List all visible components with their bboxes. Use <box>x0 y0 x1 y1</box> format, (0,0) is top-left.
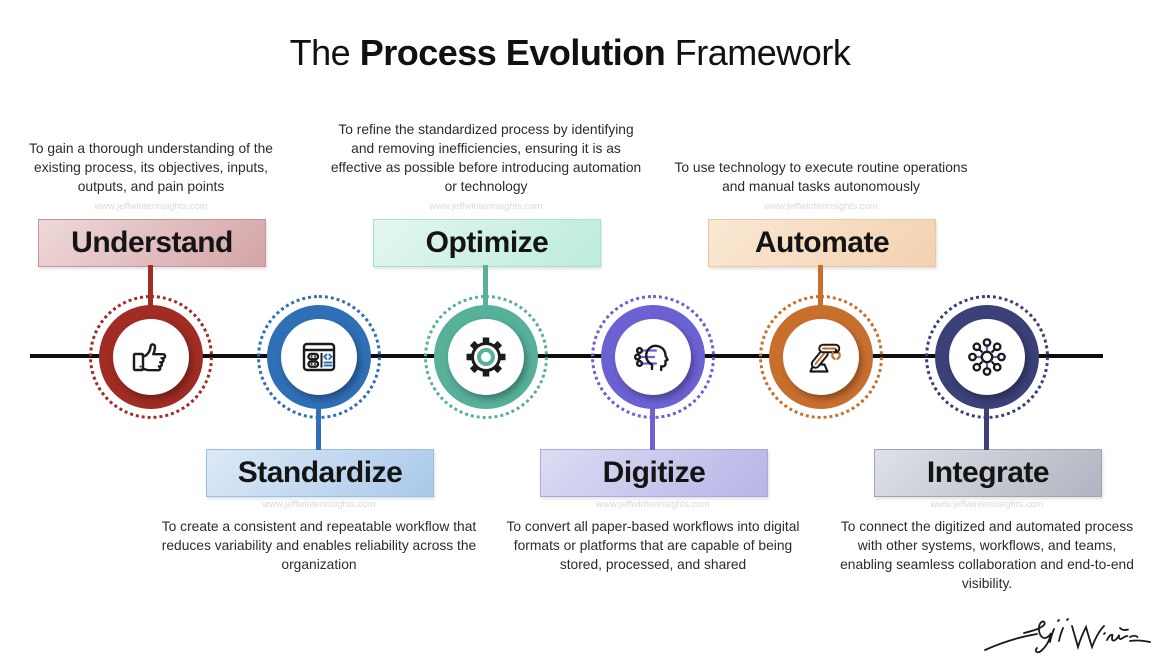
stage-description: To convert all paper-based workflows int… <box>506 519 800 573</box>
icon-circle <box>949 319 1025 395</box>
stage-digitize: To convert all paper-based workflows int… <box>488 0 818 670</box>
connector-line <box>984 405 989 450</box>
watermark: www.jeffwinterinsights.com <box>930 499 1044 510</box>
stage-standardize: To create a consistent and repeatable wo… <box>154 0 484 670</box>
watermark: www.jeffwinterinsights.com <box>764 201 878 212</box>
connector-line <box>316 405 321 450</box>
stage-label-box: Optimize <box>373 219 601 267</box>
jeff-winter-signature <box>984 618 1151 654</box>
stage-label: Automate <box>754 226 890 259</box>
connector-line <box>650 405 655 450</box>
icon-circle <box>281 319 357 395</box>
stage-description: To use technology to execute routine ope… <box>674 159 968 194</box>
stage-label: Understand <box>71 226 233 259</box>
gear-icon <box>466 337 506 377</box>
app-window-icon <box>302 342 336 372</box>
thumbs-up-icon <box>132 343 167 372</box>
stage-label: Integrate <box>926 456 1050 489</box>
connector-line <box>148 265 153 310</box>
title-suffix: Framework <box>665 32 851 73</box>
watermark: www.jeffwinterinsights.com <box>596 499 710 510</box>
watermark: www.jeffwinterinsights.com <box>94 201 208 212</box>
stage-label-box: Standardize <box>206 449 434 497</box>
stage-description: To connect the digitized and automated p… <box>840 519 1134 592</box>
page-title: The Process Evolution Framework <box>0 32 1140 74</box>
stage-understand: To gain a thorough understanding of the … <box>0 0 316 670</box>
stage-label: Optimize <box>425 226 549 259</box>
robot-arm-icon <box>809 343 841 373</box>
stage-automate: To use technology to execute routine ope… <box>656 0 986 670</box>
stage-label-box: Digitize <box>540 449 768 497</box>
connector-line <box>818 265 823 310</box>
title-emphasis: Process Evolution <box>359 32 666 73</box>
stage-label: Digitize <box>602 456 706 489</box>
watermark: www.jeffwinterinsights.com <box>262 499 376 510</box>
digital-head-icon <box>633 344 669 372</box>
timeline-line <box>30 354 1103 358</box>
icon-circle <box>113 319 189 395</box>
title-prefix: The <box>289 32 360 73</box>
stage-label: Standardize <box>237 456 403 489</box>
stage-description: To create a consistent and repeatable wo… <box>161 519 477 573</box>
stage-label-box: Automate <box>708 219 936 267</box>
icon-circle <box>783 319 859 395</box>
stage-description: To gain a thorough understanding of the … <box>29 140 273 194</box>
stage-integrate: To connect the digitized and automated p… <box>822 0 1152 670</box>
network-hub-icon <box>968 338 1006 376</box>
watermark: www.jeffwinterinsights.com <box>429 201 543 212</box>
icon-circle <box>448 319 524 395</box>
connector-line <box>483 265 488 310</box>
stage-description: To refine the standardized process by id… <box>330 121 642 194</box>
stage-label-box: Integrate <box>874 449 1102 497</box>
icon-circle <box>615 319 691 395</box>
stage-optimize: To refine the standardized process by id… <box>321 0 651 670</box>
stage-label-box: Understand <box>38 219 266 267</box>
